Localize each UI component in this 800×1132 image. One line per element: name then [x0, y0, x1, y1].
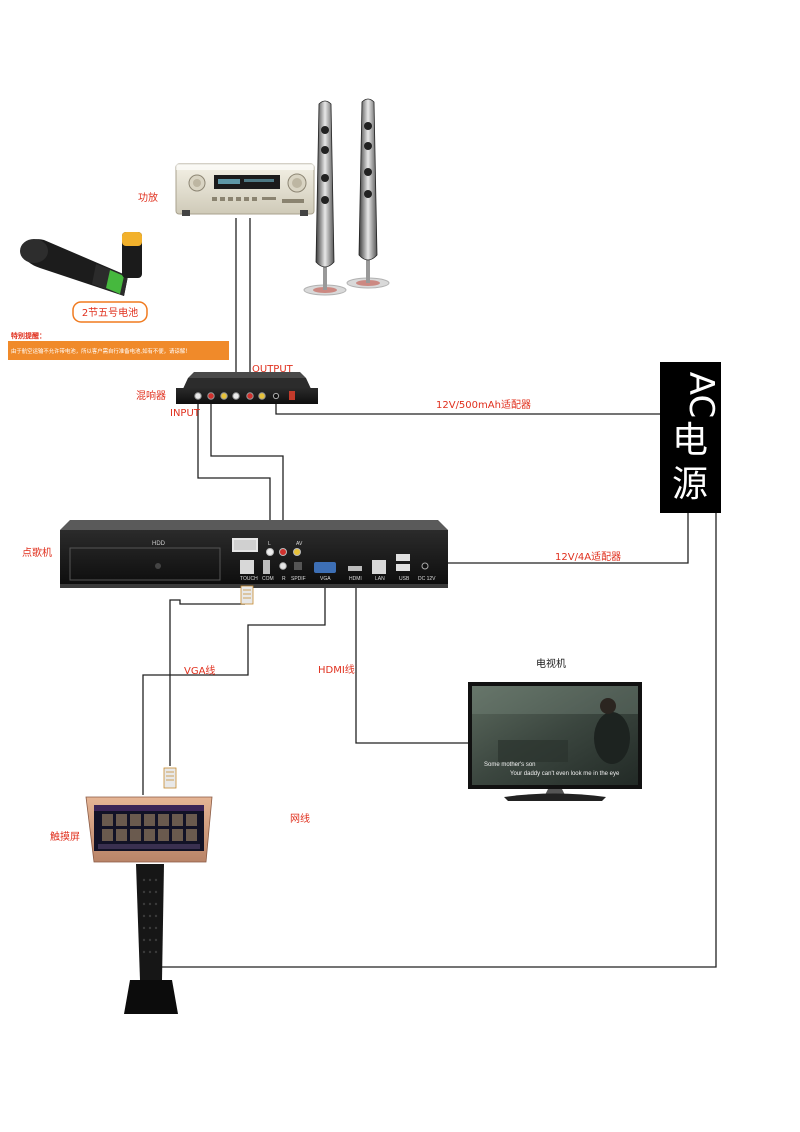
mixer-device — [176, 372, 318, 404]
svg-text:AC: AC — [681, 372, 721, 418]
svg-text:电: 电 — [672, 420, 708, 461]
adapter-500-label: 12V/500mAh适配器 — [436, 399, 531, 411]
ac-to-touchscreen-wire — [160, 513, 717, 968]
hdmi-port-label: HDMI — [349, 576, 362, 582]
vga-cable-label: VGA线 — [184, 664, 215, 677]
output-label: OUTPUT — [252, 364, 294, 375]
amplifier-label: 功放 — [138, 191, 158, 204]
network-plug-top — [240, 585, 254, 605]
ac-to-player-wire — [448, 513, 689, 564]
av-port-label: AV — [296, 541, 303, 547]
battery-tag: 2节五号电池 — [72, 301, 148, 323]
tv-subtitle-line-1: Some mother's son — [484, 762, 536, 768]
network-cable-label: 网线 — [290, 812, 310, 825]
wires — [142, 218, 717, 968]
battery-label: 2节五号电池 — [82, 306, 138, 319]
svg-text:源: 源 — [672, 464, 708, 505]
ac-power-block: AC 电 源 — [660, 362, 721, 513]
notice: 特别提醒： 由于航空运输不允许带电池，所以客户需自行准备电池,如有不便，请谅解！ — [8, 331, 229, 360]
usb-port-label: USB — [399, 576, 410, 582]
speaker-left — [303, 100, 347, 296]
notice-body: 由于航空运输不允许带电池，所以客户需自行准备电池,如有不便，请谅解！ — [11, 347, 191, 355]
adapter-4a-label: 12V/4A适配器 — [555, 551, 621, 563]
l-port-label: L — [268, 541, 271, 547]
battery-icon — [122, 232, 142, 278]
player-label: 点歌机 — [22, 546, 52, 559]
lan-port-label: LAN — [375, 576, 385, 582]
tv-label: 电视机 — [536, 657, 566, 670]
hdmi-cable-label: HDMI线 — [318, 663, 355, 676]
network-plug-bottom — [163, 767, 177, 789]
wireless-microphone — [20, 239, 128, 296]
touchscreen-kiosk — [85, 796, 213, 1014]
mixer-input-wire-2 — [210, 404, 284, 544]
touch-port-label: TOUCH — [240, 576, 258, 582]
tv-subtitle-line-2: Your daddy can't even look me in the eye — [510, 771, 620, 777]
speakers — [303, 98, 390, 296]
dc-port-label: DC 12V — [418, 576, 436, 582]
karaoke-player: HDD TOUCH COM SPDIF VGA HDMI LAN USB DC … — [60, 520, 448, 588]
mixer-label: 混响器 — [136, 389, 166, 402]
input-label: INPUT — [170, 408, 201, 419]
speaker-right — [346, 98, 390, 289]
notice-title: 特别提醒： — [11, 331, 46, 340]
r-port-label: R — [282, 576, 286, 582]
network-cable-wire — [169, 599, 245, 766]
com-port-label: COM — [262, 576, 274, 582]
spdif-port-label: SPDIF — [291, 576, 306, 582]
mixer-input-wire-1 — [197, 404, 271, 544]
vga-port-label: VGA — [320, 576, 331, 582]
amplifier — [175, 163, 315, 216]
touchscreen-label: 触摸屏 — [50, 830, 80, 843]
hdmi-cable-wire — [355, 580, 468, 744]
television: Some mother's son Your daddy can't even … — [468, 682, 642, 801]
hdd-label: HDD — [152, 541, 166, 547]
vga-cable-wire — [142, 580, 326, 795]
mixer-power-wire — [275, 400, 662, 415]
